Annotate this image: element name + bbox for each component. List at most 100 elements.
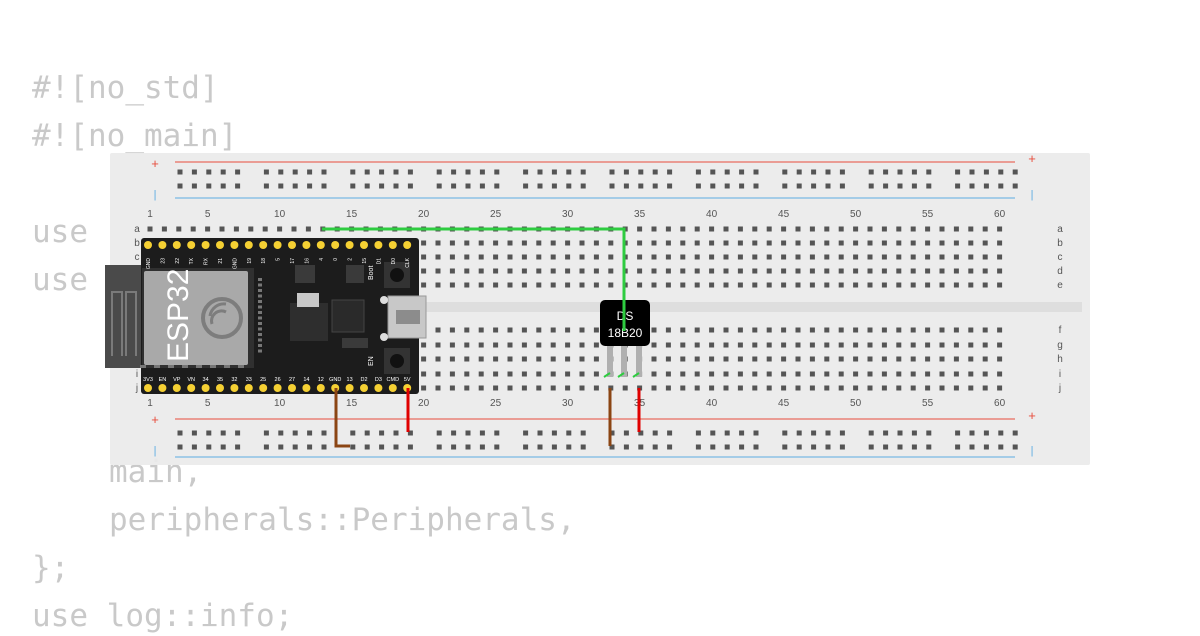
breadboard-hole xyxy=(982,356,988,362)
breadboard-hole xyxy=(709,254,715,260)
row-letter-right: a xyxy=(1057,224,1063,235)
esp32-top-pin xyxy=(345,241,354,249)
rail-hole xyxy=(436,169,442,175)
code-line: #![no_std] xyxy=(32,70,219,106)
breadboard-hole xyxy=(435,327,441,333)
rail-hole xyxy=(494,169,500,175)
rail-hole xyxy=(667,169,673,175)
breadboard-hole xyxy=(550,240,556,246)
breadboard-hole xyxy=(565,327,571,333)
column-number: 15 xyxy=(346,398,358,409)
breadboard-hole xyxy=(709,226,715,232)
rail-hole xyxy=(955,169,961,175)
esp32-top-pin xyxy=(187,241,196,249)
breadboard-hole xyxy=(579,342,585,348)
breadboard-hole xyxy=(809,371,815,377)
breadboard-hole xyxy=(680,268,686,274)
breadboard-hole xyxy=(680,254,686,260)
breadboard-hole xyxy=(982,327,988,333)
esp32-bottom-pin xyxy=(374,384,383,392)
breadboard-hole xyxy=(464,254,470,260)
breadboard-hole xyxy=(421,254,427,260)
breadboard-hole xyxy=(421,385,427,391)
breadboard-hole xyxy=(997,371,1003,377)
rail-hole xyxy=(364,430,370,436)
breadboard-hole xyxy=(853,254,859,260)
breadboard-hole xyxy=(449,327,455,333)
breadboard-hole xyxy=(766,240,772,246)
rail-hole xyxy=(321,183,327,189)
rail-hole xyxy=(479,444,485,450)
code-line: use xyxy=(32,262,88,298)
breadboard-hole xyxy=(752,240,758,246)
gnd-wire-esp32[interactable] xyxy=(334,388,350,448)
breadboard-hole xyxy=(809,226,815,232)
breadboard-hole xyxy=(824,240,830,246)
column-number: 1 xyxy=(147,209,153,220)
code-line: }; xyxy=(32,550,70,586)
esp32-bottom-pin-label: 25 xyxy=(260,377,266,383)
breadboard-hole xyxy=(565,385,571,391)
breadboard-hole xyxy=(896,371,902,377)
esp32-bottom-pin xyxy=(230,384,239,392)
breadboard-hole xyxy=(781,385,787,391)
breadboard-hole xyxy=(795,371,801,377)
esp32-bottom-pin xyxy=(172,384,181,392)
breadboard-hole xyxy=(449,371,455,377)
breadboard-hole xyxy=(795,254,801,260)
breadboard-hole xyxy=(565,356,571,362)
breadboard-hole xyxy=(608,268,614,274)
breadboard-hole xyxy=(867,327,873,333)
rail-hole xyxy=(609,430,615,436)
breadboard-hole xyxy=(665,282,671,288)
breadboard-hole xyxy=(896,226,902,232)
data-wire-green[interactable] xyxy=(322,227,626,331)
module-pad xyxy=(258,294,262,298)
row-letter-right: j xyxy=(1058,383,1061,394)
ds18b20-sensor[interactable]: DS 18B20 xyxy=(600,300,650,378)
rail-hole xyxy=(868,444,874,450)
breadboard-hole xyxy=(493,342,499,348)
module-pad xyxy=(258,344,262,347)
esp32-label: ESP32 xyxy=(162,269,195,362)
module-pad xyxy=(154,365,160,368)
rail-hole xyxy=(739,444,745,450)
rail-hole xyxy=(379,183,385,189)
rail-hole xyxy=(407,444,413,450)
rail-hole xyxy=(1012,444,1018,450)
rail-hole xyxy=(566,430,572,436)
esp32-top-pin xyxy=(216,241,224,249)
boot-button[interactable] xyxy=(390,268,404,282)
rail-hole xyxy=(379,444,385,450)
breadboard-hole xyxy=(925,356,931,362)
esp32-bottom-pin-label: GND xyxy=(329,377,341,383)
breadboard-hole xyxy=(939,371,945,377)
breadboard-hole xyxy=(219,226,225,232)
breadboard-hole xyxy=(435,268,441,274)
breadboard-hole xyxy=(680,282,686,288)
rail-hole xyxy=(998,430,1004,436)
module-pad xyxy=(140,365,146,368)
breadboard-hole xyxy=(507,356,513,362)
breadboard-hole xyxy=(464,327,470,333)
breadboard-hole xyxy=(550,356,556,362)
en-button[interactable] xyxy=(390,354,404,368)
breadboard-hole xyxy=(478,254,484,260)
rail-hole xyxy=(825,430,831,436)
rail-hole xyxy=(753,444,759,450)
esp32-top-pin-label: 15 xyxy=(362,258,368,264)
breadboard-hole xyxy=(737,226,743,232)
breadboard-hole xyxy=(709,240,715,246)
rail-hole xyxy=(566,183,572,189)
breadboard-hole xyxy=(723,226,729,232)
esp32-top-pin-label: 16 xyxy=(304,258,310,264)
breadboard-hole xyxy=(824,268,830,274)
breadboard-hole xyxy=(896,356,902,362)
breadboard-hole xyxy=(723,385,729,391)
breadboard-hole xyxy=(694,268,700,274)
breadboard-hole xyxy=(694,385,700,391)
breadboard-hole xyxy=(723,240,729,246)
rail-hole xyxy=(926,444,932,450)
breadboard-hole xyxy=(507,268,513,274)
